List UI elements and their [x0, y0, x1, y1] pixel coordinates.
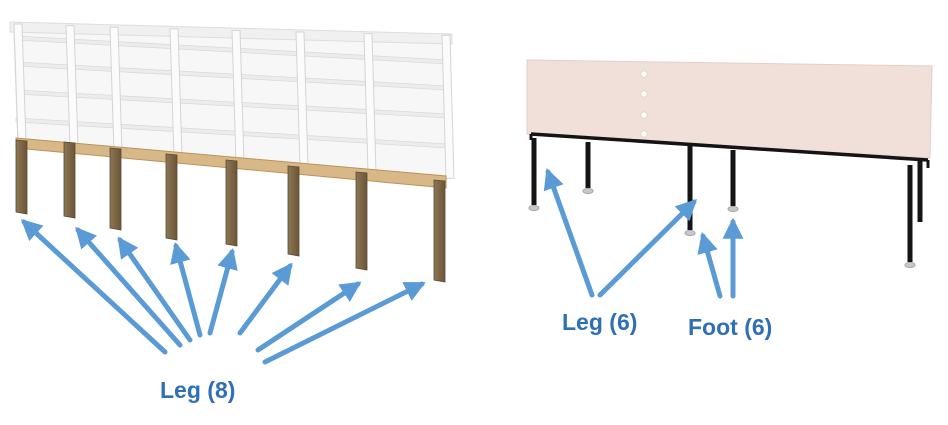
- metal-frame-rail: [530, 132, 929, 162]
- label-leg-8: Leg (8): [160, 377, 235, 403]
- wood-leg: [165, 153, 178, 241]
- callout-arrow: [170, 241, 203, 338]
- shelf-boards: [15, 35, 449, 149]
- metal-foot: [528, 204, 540, 212]
- metal-legs: [528, 138, 923, 269]
- shelving-unit: [9, 21, 455, 283]
- metal-foot: [727, 205, 739, 213]
- callout-arrow: [207, 247, 238, 336]
- callout-arrows: [20, 168, 744, 365]
- wood-legs: [15, 139, 446, 283]
- metal-frame-rail: [529, 134, 930, 168]
- callout-arrow: [117, 236, 193, 343]
- wood-leg: [287, 165, 300, 257]
- callout-arrow: [255, 281, 362, 353]
- cabinet-body: [526, 59, 933, 159]
- cabinet-unit: [526, 59, 933, 269]
- callout-arrow: [237, 262, 293, 336]
- wood-leg: [355, 171, 368, 271]
- callout-arrow: [697, 231, 723, 299]
- callout-arrow: [75, 226, 183, 348]
- callout-arrow: [543, 168, 595, 298]
- metal-foot: [684, 229, 696, 237]
- cabinet-knob: [640, 70, 648, 78]
- shelf-upright: [441, 34, 455, 179]
- metal-foot: [904, 261, 916, 269]
- cabinet-knob: [640, 111, 648, 119]
- callout-arrow: [20, 219, 168, 355]
- wood-leg: [433, 179, 446, 283]
- wood-leg: [15, 139, 28, 215]
- wood-leg: [63, 141, 76, 219]
- shelf-uprights: [13, 23, 455, 179]
- callout-arrow: [597, 199, 697, 298]
- cabinet-knob: [640, 90, 648, 98]
- wood-leg: [225, 159, 238, 247]
- label-leg-6: Leg (6): [562, 309, 637, 335]
- cabinet-knob: [640, 130, 648, 138]
- shelving-top-rail: [9, 21, 453, 45]
- metal-foot: [582, 187, 594, 195]
- callout-arrow: [262, 281, 426, 365]
- label-foot-6: Foot (6): [688, 314, 772, 340]
- wood-leg: [109, 147, 122, 231]
